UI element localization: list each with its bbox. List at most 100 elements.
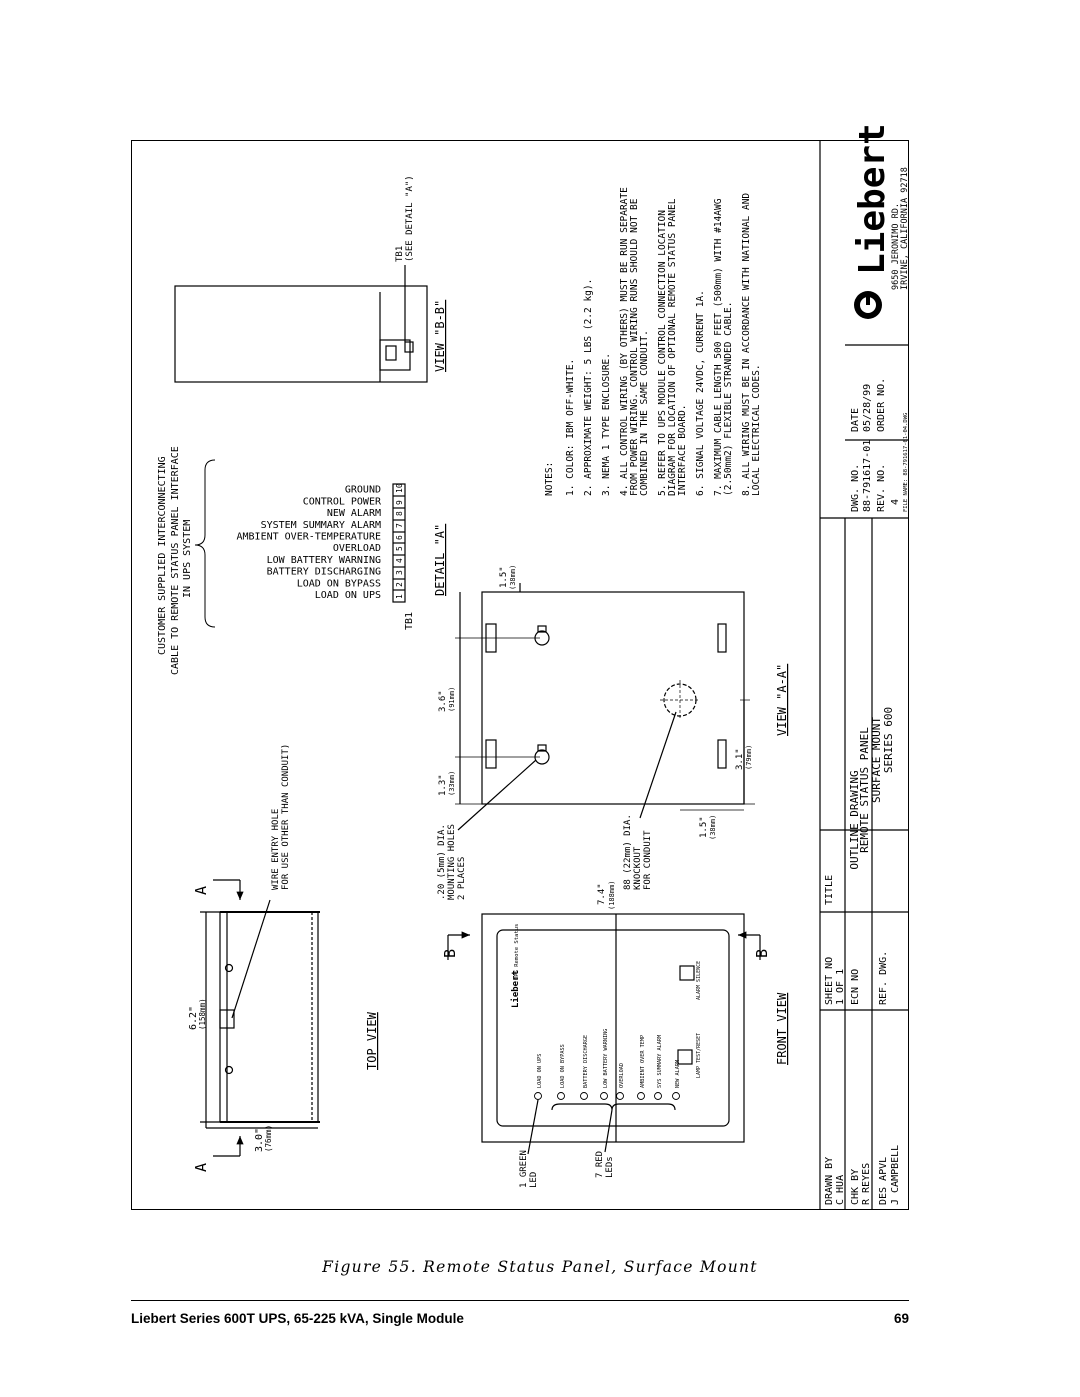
rev-label: REV. NO. [876,464,887,512]
panel-title: UPS Remote Status [514,924,520,980]
cable-note-line-3: IN UPS SYSTEM [182,520,193,598]
led-label: NEW ALARM [675,1060,681,1088]
cable-note-line-1: CUSTOMER SUPPLIED INTERCONNECTING [157,456,168,655]
note-line: FROM POWER WIRING. CONTROL WIRING RUNS S… [629,198,640,496]
alarm-silence-label: ALARM SILENCE [696,961,702,1000]
address-line-1: 9650 JERONIMO RD. [891,203,901,290]
note-line: LOCAL ELECTRICAL CODES. [751,364,762,496]
liebert-logo-text: Liebert [852,123,893,275]
note-line: 3. NEMA 1 TYPE ENCLOSURE. [601,353,612,496]
dim-1-5-bottom: 1.5" [699,816,709,838]
front-view-title: FRONT VIEW [775,992,789,1065]
terminal-label: GROUND [345,485,381,496]
top-width-mm: (158mm) [198,998,207,1030]
terminal-label: AMBIENT OVER-TEMPERATURE [237,532,382,543]
file-name: FILE NAME: 88-791617-01-04.DWG [903,413,909,512]
dim-1-5-bottom-mm: (38mm) [709,815,717,840]
dim-1-3-mm: (33mm) [448,771,456,796]
page-number: 69 [893,1311,909,1326]
led-label: AMBIENT OVER TEMP [640,1035,646,1088]
note-line: 4. ALL CONTROL WIRING (BY OTHERS) MUST B… [619,187,630,496]
lamp-test-label: LAMP TEST/RESET [696,1033,702,1078]
dim-1-3: 1.3" [438,774,448,796]
chk-by-label: CHK BY [850,1169,861,1205]
terminal-label: LOAD ON BYPASS [297,578,381,589]
mount-holes-label-1: .20 (5mm) DIA. [437,824,447,900]
note-line: 5. REFER TO UPS MODULE CONTROL CONNECTIO… [657,210,668,496]
dim-1-5-top-mm: (38mm) [509,565,517,590]
sheet-value: 1 OF 1 [835,969,846,1005]
led-label: LOAD ON BYPASS [560,1044,566,1088]
dwg-no-label: DWG. NO. [850,464,861,512]
front-height-dim: 7.4" [597,883,607,905]
terminal-label: OVERLOAD [333,543,381,554]
des-apvl-value: J CAMPBELL [890,1145,901,1205]
wire-entry-label-1: WIRE ENTRY HOLE [271,809,281,890]
led-label: OVERLOAD [619,1063,625,1088]
notes-block: NOTES: 1. COLOR: IBM OFF-WHITE.2. APPROX… [544,187,762,496]
terminal-number: 4 [395,558,404,563]
dim-3-1-mm: (79mm) [745,745,753,770]
title-line-3: SURFACE MOUNT [870,717,883,803]
dim-3-1: 3.1" [735,748,745,770]
date-value: 05/28/99 [862,384,873,432]
wire-entry-label-2: FOR USE OTHER THAN CONDUIT) [281,744,291,890]
note-line: INTERFACE BOARD. [677,404,688,496]
sheet-label: SHEET NO [824,957,835,1005]
figure-caption: Figure 55. Remote Status Panel, Surface … [322,1258,758,1276]
knockout-label-3: FOR CONDUIT [643,830,653,890]
address-line-2: IRVINE, CALIFORNIA 92718 [900,167,910,290]
terminal-number: 9 [395,500,404,505]
cable-note-line-2: CABLE TO REMOTE STATUS PANEL INTERFACE [170,446,181,675]
terminal-label: SYSTEM SUMMARY ALARM [261,520,381,531]
dim-1-5-top: 1.5" [499,566,509,588]
view-b-b [174,265,428,383]
terminal-number: 2 [395,582,404,587]
knockout-label-1: 88 (22mm) DIA. [623,814,633,890]
title-line-1: OUTLINE DRAWING [848,770,861,869]
terminal-number: 1 [395,594,404,599]
view-a-a [455,583,755,831]
terminal-number: 10 [395,483,404,493]
title-label: TITLE [824,875,835,905]
title-line-4: SERIES 600 [882,707,895,773]
alarm-silence-button [679,965,695,981]
drawn-by-value: C HUA [835,1175,846,1205]
terminal-number: 5 [395,546,404,551]
note-line: DIAGRAM FOR LOCATION OF OPTIONAL REMOTE … [667,198,678,496]
led-label: LOW BATTERY WARNING [603,1029,609,1088]
ecn-label: ECN NO [850,969,861,1005]
red-led-label-1: 7 RED [595,1151,605,1178]
des-apvl-label: DES APVL [878,1157,889,1205]
note-line: 6. SIGNAL VOLTAGE 24VDC, CURRENT 1A. [695,290,706,496]
footer-rule [131,1300,909,1301]
section-b-mark-right: B [753,949,771,958]
top-depth-mm: (76mm) [264,1125,273,1152]
drawing-frame [131,140,909,1210]
view-b-b-title: VIEW "B-B" [433,300,447,372]
note-line: 2. APPROXIMATE WEIGHT: 5 LBS (2.2 kg). [583,279,594,496]
tb1-callout-2: (SEE DETAIL "A") [405,175,415,262]
green-led-label-2: LED [529,1172,539,1188]
led-label: BATTERY DISCHARGE [583,1035,589,1088]
green-led-label-1: 1 GREEN [519,1150,529,1188]
front-height-mm: (188mm) [608,880,616,910]
terminal-label: CONTROL POWER [303,496,382,507]
detail-a-title: DETAIL "A" [433,524,447,596]
title-block [819,140,909,1210]
led-label: SYS SUMMARY ALARM [657,1035,663,1088]
order-no-label: ORDER NO. [876,378,887,432]
panel-brand: Liebert [510,970,521,1008]
terminal-block [194,459,406,628]
tb1-label: TB1 [404,612,415,630]
dim-3-6: 3.6" [438,690,448,712]
terminal-label: BATTERY DISCHARGING [267,567,381,578]
top-view-title: TOP VIEW [365,1011,379,1070]
note-line: COMBINED IN THE SAME CONDUIT. [639,330,650,496]
led-row [534,1092,680,1100]
section-a-mark-bottom: A [192,1163,210,1172]
terminal-label: NEW ALARM [327,508,381,519]
ref-dwg-label: REF. DWG. [878,951,889,1005]
